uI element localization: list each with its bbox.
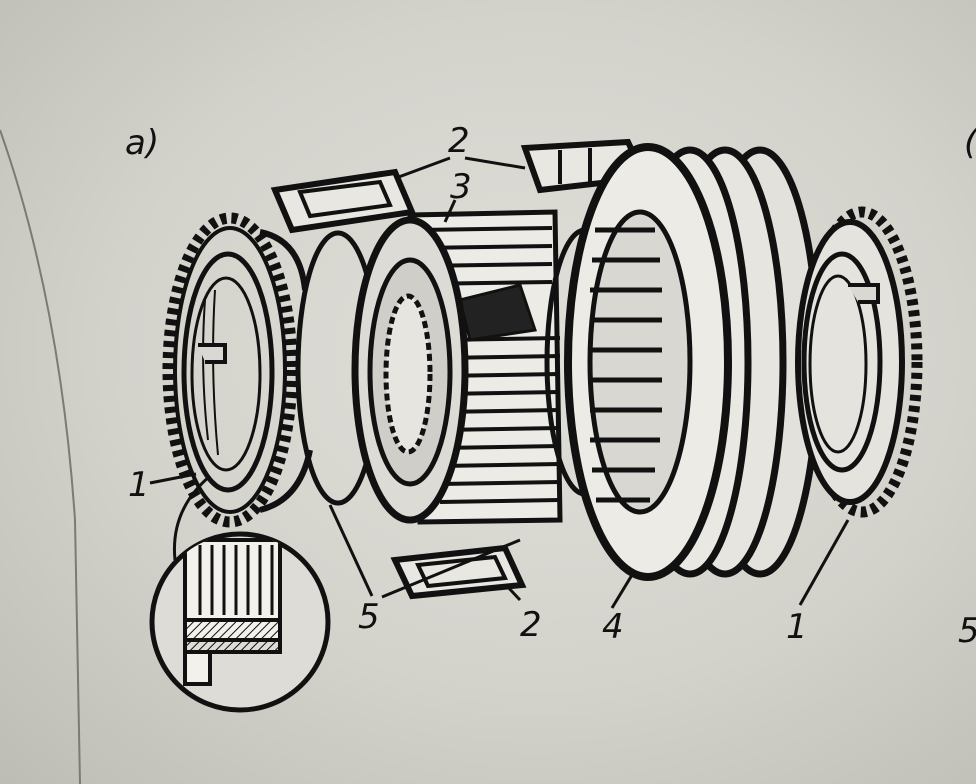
detail-inset (149, 531, 331, 713)
callout-cracker-top: 2 (448, 121, 470, 161)
callout-ring-left: 1 (128, 465, 150, 505)
blocking-ring-left (162, 212, 313, 528)
cracker-top (270, 168, 417, 234)
callout-sleeve: 4 (602, 607, 624, 647)
edge-fragment-right: 5 (958, 614, 976, 648)
callout-hub: 3 (450, 167, 472, 207)
callout-ring-right: 1 (786, 607, 808, 647)
callout-springs: 5 (358, 597, 380, 637)
panel-label: а) (125, 123, 160, 163)
sliding-sleeve (564, 143, 822, 581)
edge-fragment-top: ( (964, 123, 976, 163)
callout-cracker-bottom: 2 (520, 605, 542, 645)
synchronizer-hub (351, 209, 563, 525)
cracker-bottom (390, 544, 527, 600)
page-crease (0, 129, 81, 784)
blocking-ring-right (795, 206, 923, 518)
leader-lines (149, 156, 850, 609)
